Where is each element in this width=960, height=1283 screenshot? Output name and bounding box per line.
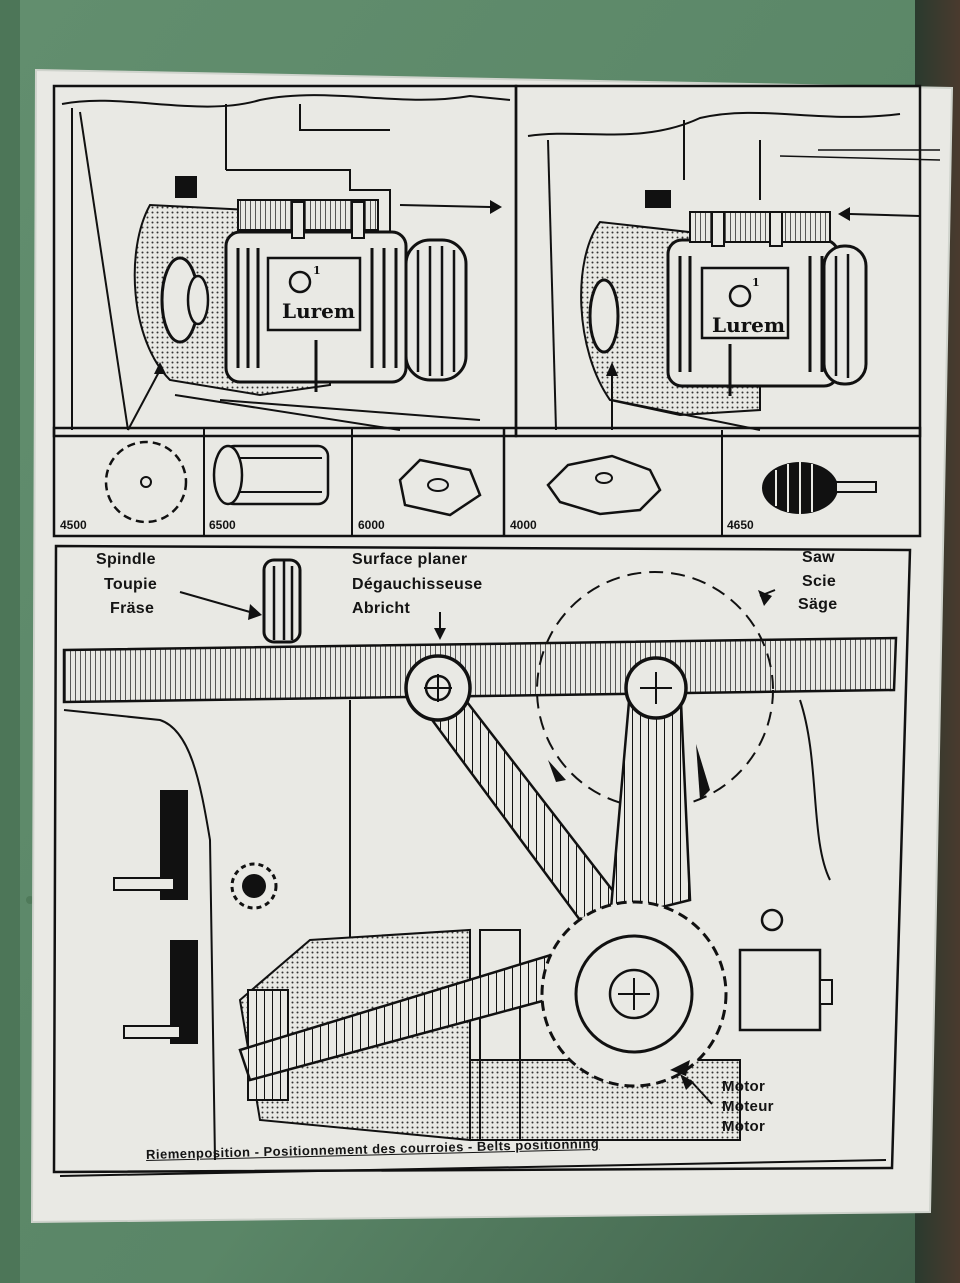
- svg-text:1: 1: [313, 264, 321, 277]
- saw-label-en: Saw: [802, 549, 835, 566]
- tool-code-6000: 6000: [358, 518, 385, 532]
- svg-text:Lurem: Lurem: [282, 299, 355, 323]
- spindle-label-en: Spindle: [96, 551, 156, 568]
- saw-label-fr: Scie: [802, 573, 837, 590]
- tool-code-4650: 4650: [727, 518, 754, 532]
- saw-label-de: Säge: [798, 596, 838, 613]
- saw-blade-icon: [104, 440, 188, 524]
- spindle-label-de: Fräse: [110, 600, 155, 617]
- spindle-label-fr: Toupie: [104, 576, 158, 593]
- spindle-cutter-icon: [398, 458, 482, 517]
- motor-label-fr: Moteur: [722, 1098, 774, 1115]
- planer-label-fr: Dégauchisseuse: [352, 576, 483, 593]
- disc-blade-icon: [546, 454, 662, 516]
- planer-label-en: Surface planer: [352, 551, 468, 568]
- tool-code-4000: 4000: [510, 518, 537, 532]
- motor-label-de: Motor: [722, 1118, 766, 1135]
- svg-text:Lurem: Lurem: [712, 313, 785, 337]
- planer-label-de: Abricht: [352, 600, 411, 617]
- planer-cutter-icon: [212, 444, 330, 506]
- motor-label-en: Motor: [722, 1078, 766, 1095]
- svg-text:1: 1: [752, 276, 760, 289]
- tool-code-6500: 6500: [209, 518, 236, 532]
- tool-code-4500: 4500: [60, 518, 87, 532]
- drill-chuck-icon: [762, 462, 877, 514]
